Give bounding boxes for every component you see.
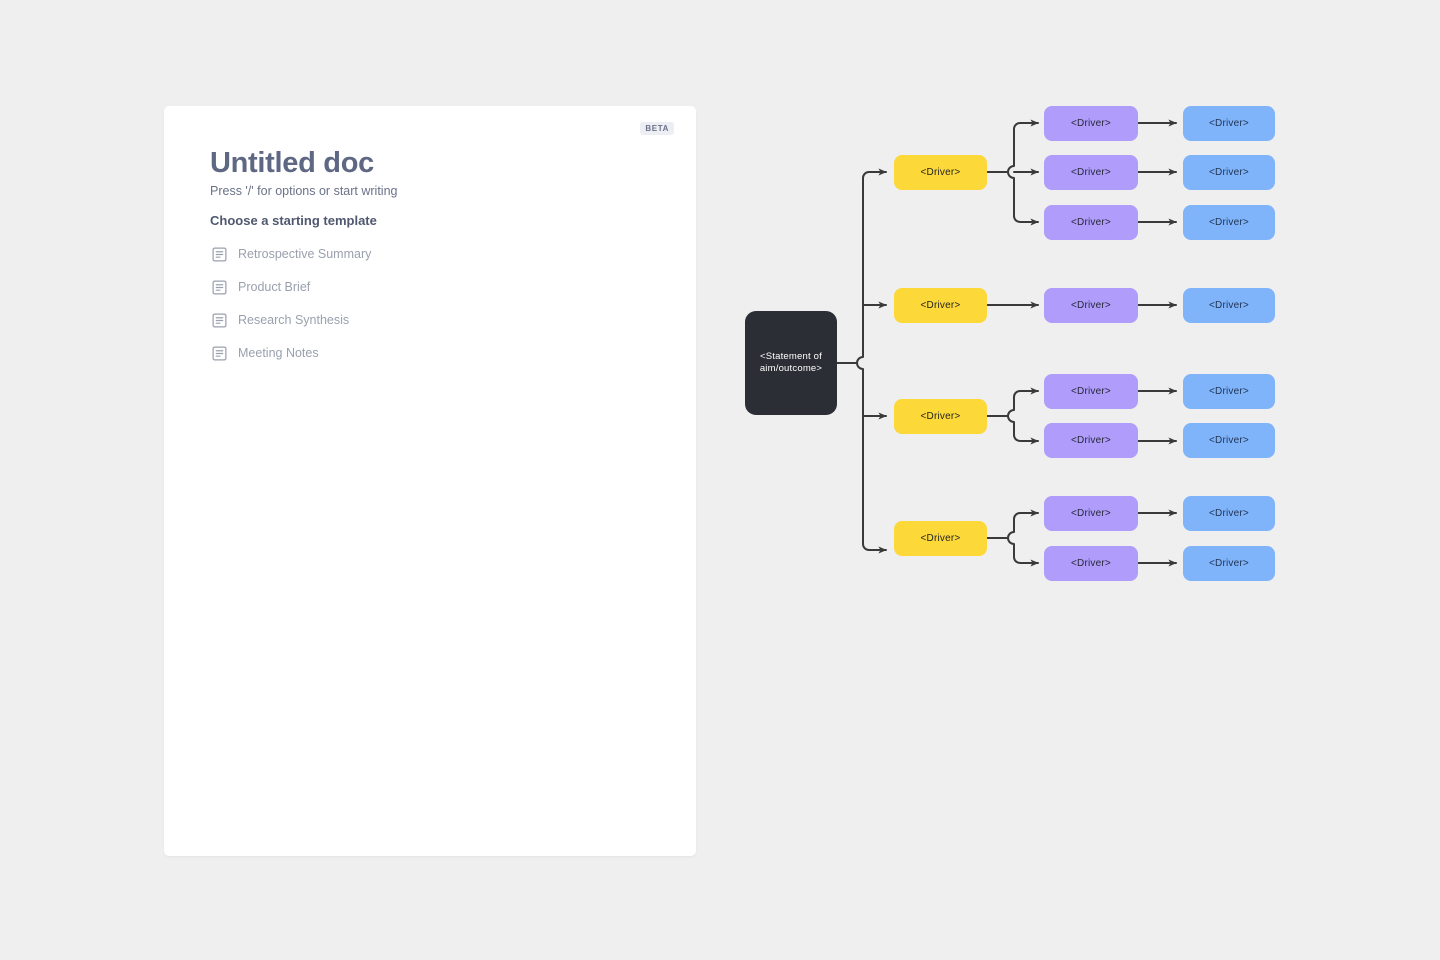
- node-primary-driver-1[interactable]: <Driver>: [894, 155, 987, 190]
- template-item-research-synthesis[interactable]: Research Synthesis: [212, 304, 612, 337]
- document-editor-card: BETA Untitled doc Press '/' for options …: [164, 106, 696, 856]
- template-item-meeting-notes[interactable]: Meeting Notes: [212, 337, 612, 370]
- template-item-label: Meeting Notes: [238, 346, 319, 361]
- driver-diagram: <Statement of aim/outcome> <Driver> <Dri…: [700, 80, 1340, 620]
- node-aim-statement[interactable]: <Statement of aim/outcome>: [745, 311, 837, 415]
- node-change-idea-3-1[interactable]: <Driver>: [1183, 374, 1275, 409]
- node-secondary-driver-4-2[interactable]: <Driver>: [1044, 546, 1138, 581]
- node-change-idea-1-1[interactable]: <Driver>: [1183, 106, 1275, 141]
- connector-trunk-to-primary-4: [856, 362, 887, 554]
- page-title[interactable]: Untitled doc: [210, 147, 374, 179]
- node-secondary-driver-4-1[interactable]: <Driver>: [1044, 496, 1138, 531]
- template-item-product-brief[interactable]: Product Brief: [212, 271, 612, 304]
- choose-template-heading: Choose a starting template: [210, 213, 377, 228]
- node-primary-driver-3[interactable]: <Driver>: [894, 399, 987, 434]
- node-secondary-driver-1-1[interactable]: <Driver>: [1044, 106, 1138, 141]
- template-item-retrospective-summary[interactable]: Retrospective Summary: [212, 238, 612, 271]
- node-change-idea-1-2[interactable]: <Driver>: [1183, 155, 1275, 190]
- template-item-label: Product Brief: [238, 280, 311, 295]
- document-lines-icon: [212, 280, 227, 295]
- template-item-label: Research Synthesis: [238, 313, 350, 328]
- node-primary-driver-4[interactable]: <Driver>: [894, 521, 987, 556]
- connector-b4-sec-2: [1007, 537, 1039, 567]
- connector-b1-sec-1: [1007, 119, 1039, 173]
- template-item-label: Retrospective Summary: [238, 247, 372, 262]
- connector-b1-sec-3: [1007, 171, 1039, 226]
- node-secondary-driver-1-3[interactable]: <Driver>: [1044, 205, 1138, 240]
- node-change-idea-4-1[interactable]: <Driver>: [1183, 496, 1275, 531]
- node-aim-line-1: <Statement of: [759, 350, 822, 362]
- node-change-idea-2-1[interactable]: <Driver>: [1183, 288, 1275, 323]
- connector-b3-sec-2: [1007, 415, 1039, 445]
- connector-b3-sec-1: [1007, 387, 1039, 417]
- template-list: Retrospective Summary Product Brief: [212, 238, 612, 370]
- beta-badge: BETA: [640, 122, 674, 135]
- document-lines-icon: [212, 346, 227, 361]
- document-lines-icon: [212, 247, 227, 262]
- node-aim-line-2: aim/outcome>: [759, 363, 823, 374]
- document-lines-icon: [212, 313, 227, 328]
- node-change-idea-3-2[interactable]: <Driver>: [1183, 423, 1275, 458]
- connector-b4-sec-1: [1007, 509, 1039, 539]
- connector-trunk-to-primary-1: [856, 168, 887, 364]
- node-secondary-driver-2-1[interactable]: <Driver>: [1044, 288, 1138, 323]
- node-primary-driver-2[interactable]: <Driver>: [894, 288, 987, 323]
- node-secondary-driver-3-2[interactable]: <Driver>: [1044, 423, 1138, 458]
- node-change-idea-4-2[interactable]: <Driver>: [1183, 546, 1275, 581]
- diagram-connectors: [836, 119, 1177, 567]
- node-change-idea-1-3[interactable]: <Driver>: [1183, 205, 1275, 240]
- editor-placeholder-hint[interactable]: Press '/' for options or start writing: [210, 184, 398, 198]
- node-secondary-driver-3-1[interactable]: <Driver>: [1044, 374, 1138, 409]
- node-secondary-driver-1-2[interactable]: <Driver>: [1044, 155, 1138, 190]
